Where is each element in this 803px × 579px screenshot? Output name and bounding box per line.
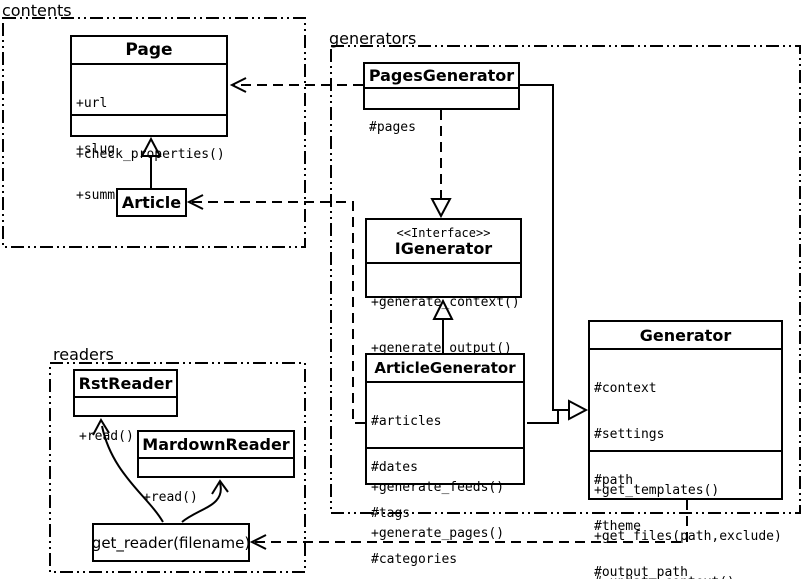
class-articlegenerator-name: ArticleGenerator [374, 359, 516, 377]
attribute: +slug [76, 142, 116, 157]
attribute: #path [594, 473, 634, 488]
class-articlegenerator-methods: +generate_feeds() +generate_pages() [367, 447, 523, 541]
class-rstreader-methods: +read() [75, 396, 176, 444]
class-page-attributes: +url +slug +summary [72, 63, 226, 203]
class-page-name: Page [125, 40, 173, 60]
attribute: #pages [369, 120, 416, 135]
generalization-article-to-page [140, 136, 162, 188]
dependency-generator-to-getreader [249, 500, 688, 550]
attribute: #categories [371, 552, 458, 567]
method: +generate_context() [371, 295, 520, 310]
class-igenerator-methods: +generate_context() +generate_output() [367, 262, 520, 356]
interface-stereotype: <<Interface>> [396, 226, 491, 240]
class-articlegenerator-attributes: #articles #dates #tags #categories [367, 381, 523, 567]
attribute: #dates [371, 460, 418, 475]
generalization-generators-to-generator [520, 84, 589, 424]
association-getreader-to-rstreader [92, 417, 164, 523]
realization-pagesgenerator-to-igenerator [430, 110, 452, 219]
attribute: +url [76, 96, 108, 111]
attribute: #output_path [594, 565, 688, 579]
class-rstreader-name: RstReader [78, 374, 173, 393]
class-page-methods: +check_properties() [72, 114, 226, 162]
class-pagesgenerator-name: PagesGenerator [368, 66, 515, 85]
method: +generate_feeds() [371, 480, 505, 495]
method: +generate_pages() [371, 526, 505, 541]
class-pagesgenerator: PagesGenerator #pages [363, 62, 520, 135]
package-readers-border [49, 362, 306, 573]
class-igenerator-name: <<Interface>> IGenerator [367, 220, 520, 262]
attribute: #articles [371, 414, 442, 429]
method: +read() [79, 429, 134, 444]
attribute: #settings [594, 427, 665, 442]
dependency-pagesgenerator-to-page [229, 77, 363, 93]
class-mardownreader-methods: +read() [139, 457, 293, 505]
class-generator-methods: +get_templates() +get_files(path,exclude… [590, 450, 782, 579]
package-label-generators: generators [329, 29, 417, 48]
class-mardownreader-name: MardownReader [142, 435, 290, 454]
method: +generate_output() [371, 341, 512, 356]
class-rstreader: RstReader +read() [73, 369, 178, 444]
method: +read() [143, 490, 198, 505]
package-generators-border [330, 45, 801, 514]
class-generator: Generator #context #settings #path #them… [588, 320, 783, 579]
class-article-name: Article [121, 193, 182, 212]
attribute: #context [594, 381, 657, 396]
package-label-contents: contents [2, 1, 72, 20]
class-articlegenerator: ArticleGenerator #articles #dates #tags … [365, 353, 525, 567]
method: +get_files(path,exclude) [594, 529, 782, 544]
dependency-articlegenerator-to-article [186, 194, 365, 424]
method: +get_templates() [594, 483, 720, 498]
package-contents-border [2, 17, 306, 248]
interface-name: IGenerator [394, 239, 493, 258]
class-igenerator: <<Interface>> IGenerator +generate_conte… [365, 218, 522, 356]
method: +check_properties() [76, 147, 225, 162]
class-mardownreader: MardownReader +read() [137, 430, 295, 505]
class-generator-attributes: #context #settings #path #theme #output_… [590, 348, 781, 579]
generalization-articlegenerator-to-igenerator [432, 298, 454, 353]
attribute: #theme [594, 519, 641, 534]
method: #_update_context() [594, 575, 778, 579]
attribute: #tags [371, 506, 411, 521]
function-get-reader: get_reader(filename) [92, 523, 250, 562]
association-getreader-to-mardownreader [181, 479, 229, 523]
class-article: Article [116, 188, 187, 217]
class-pagesgenerator-attributes: #pages [365, 87, 518, 135]
package-label-readers: readers [53, 345, 114, 364]
class-generator-name: Generator [639, 325, 732, 345]
class-page: Page +url +slug +summary +check_properti… [70, 35, 228, 203]
